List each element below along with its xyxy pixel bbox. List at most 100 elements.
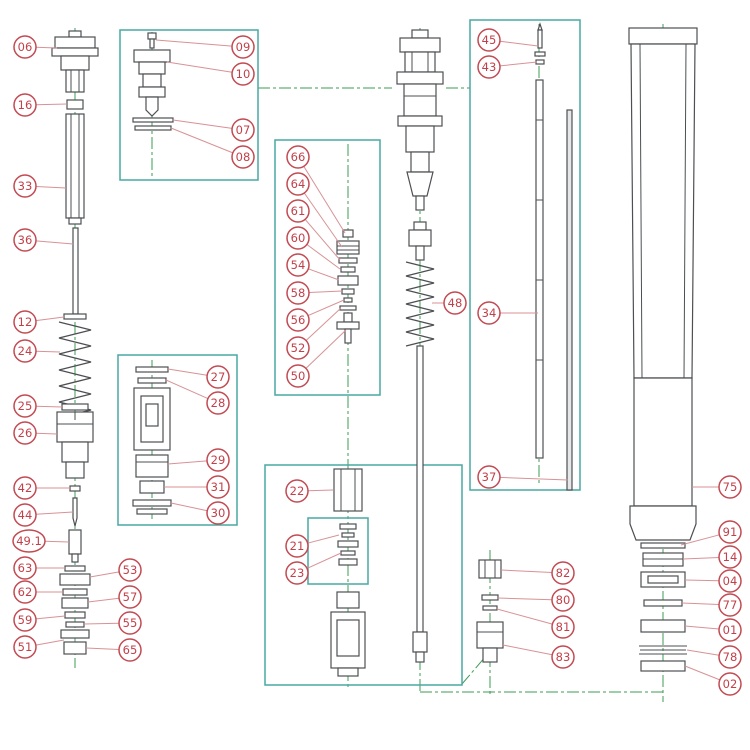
callout-label-04: 04 (723, 574, 738, 588)
callout-label-60: 60 (291, 231, 306, 245)
callout-label-48: 48 (448, 296, 463, 310)
callout-bubble-33[interactable] (13, 174, 37, 198)
callout-bubble-53[interactable] (118, 558, 142, 582)
callout-bubble-77[interactable] (718, 593, 742, 617)
callout-bubble-01[interactable] (718, 618, 742, 642)
callout-label-44: 44 (18, 508, 33, 522)
callout-bubble-08[interactable] (231, 145, 255, 169)
callout-bubble-44[interactable] (13, 503, 37, 527)
callout-label-61: 61 (291, 204, 306, 218)
callout-bubble-28[interactable] (206, 391, 230, 415)
callout-label-36: 36 (18, 233, 33, 247)
leader-line-61 (304, 219, 341, 261)
callout-bubble-12[interactable] (13, 310, 37, 334)
callout-bubble-21[interactable] (285, 534, 309, 558)
callout-bubble-63[interactable] (13, 556, 37, 580)
leader-line-37 (499, 476, 569, 481)
callout-label-30: 30 (211, 506, 226, 520)
leader-line-91 (680, 534, 720, 546)
callout-bubble-31[interactable] (206, 475, 230, 499)
callout-bubble-26[interactable] (13, 421, 37, 445)
detail-boxes (117, 19, 581, 686)
callout-bubble-02[interactable] (718, 672, 742, 696)
callout-label-82: 82 (556, 566, 571, 580)
callout-bubble-80[interactable] (551, 588, 575, 612)
callout-bubble-60[interactable] (286, 226, 310, 250)
callout-bubble-59[interactable] (13, 608, 37, 632)
leader-line-83 (502, 644, 553, 656)
callout-bubble-81[interactable] (551, 615, 575, 639)
callout-bubble-48[interactable] (443, 291, 467, 315)
bottom-fitting-assembly (476, 559, 504, 663)
callout-label-26: 26 (18, 426, 33, 440)
callout-label-56: 56 (291, 313, 306, 327)
callout-bubble-04[interactable] (718, 569, 742, 593)
callout-bubble-34[interactable] (477, 301, 501, 325)
callout-label-25: 25 (18, 399, 33, 413)
callout-label-34: 34 (482, 306, 497, 320)
callout-bubble-42[interactable] (13, 476, 37, 500)
callout-bubble-14[interactable] (718, 545, 742, 569)
callout-label-31: 31 (211, 480, 226, 494)
callout-bubble-91[interactable] (718, 520, 742, 544)
callout-bubble-83[interactable] (551, 645, 575, 669)
leader-line-07 (172, 119, 233, 129)
callout-bubble-22[interactable] (285, 479, 309, 503)
detail-box-piston (117, 354, 238, 526)
leader-line-16 (35, 103, 68, 106)
callout-bubble-06[interactable] (13, 35, 37, 59)
callout-bubble-25[interactable] (13, 394, 37, 418)
callout-bubble-45[interactable] (477, 28, 501, 52)
callout-bubble-43[interactable] (477, 55, 501, 79)
callout-bubble-51[interactable] (13, 635, 37, 659)
callout-bubble-10[interactable] (231, 62, 255, 86)
callout-bubble-62[interactable] (13, 580, 37, 604)
callout-bubble-52[interactable] (286, 336, 310, 360)
callout-bubble-37[interactable] (477, 465, 501, 489)
leader-line-55 (83, 622, 120, 625)
callout-bubble-07[interactable] (231, 118, 255, 142)
callout-bubble-49.1[interactable] (12, 529, 46, 553)
leader-line-33 (35, 186, 67, 189)
callout-bubble-24[interactable] (13, 339, 37, 363)
callout-bubble-58[interactable] (286, 281, 310, 305)
main-spring (58, 321, 92, 419)
callout-label-24: 24 (18, 344, 33, 358)
callout-bubble-64[interactable] (286, 172, 310, 196)
callout-bubble-82[interactable] (551, 561, 575, 585)
callout-bubble-66[interactable] (286, 145, 310, 169)
callout-bubble-36[interactable] (13, 228, 37, 252)
callout-bubble-65[interactable] (118, 638, 142, 662)
callout-bubble-29[interactable] (206, 448, 230, 472)
callout-label-23: 23 (290, 566, 305, 580)
callout-label-81: 81 (556, 620, 571, 634)
callout-bubble-55[interactable] (118, 611, 142, 635)
leader-line-60 (306, 244, 341, 270)
leader-line-02 (684, 665, 720, 681)
callout-bubble-09[interactable] (231, 35, 255, 59)
callout-bubble-78[interactable] (718, 645, 742, 669)
callout-bubble-30[interactable] (206, 501, 230, 525)
leader-line-27 (167, 368, 208, 376)
callout-bubble-61[interactable] (286, 199, 310, 223)
callout-bubble-56[interactable] (286, 308, 310, 332)
callout-bubble-23[interactable] (285, 561, 309, 585)
callout-bubble-54[interactable] (286, 253, 310, 277)
callout-bubble-50[interactable] (286, 364, 310, 388)
callout-label-55: 55 (123, 616, 138, 630)
callout-bubble-75[interactable] (718, 475, 742, 499)
callout-bubble-57[interactable] (118, 585, 142, 609)
callout-bubble-16[interactable] (13, 93, 37, 117)
callout-label-83: 83 (556, 650, 571, 664)
callout-label-33: 33 (18, 179, 33, 193)
callout-label-77: 77 (723, 598, 738, 612)
leader-line-58 (308, 290, 343, 293)
callout-bubble-27[interactable] (206, 365, 230, 389)
left-fork-cap-assembly (51, 30, 99, 93)
leader-line-36 (35, 240, 74, 245)
callout-label-59: 59 (18, 613, 33, 627)
callout-label-58: 58 (291, 286, 306, 300)
left-cartridge-tube (65, 113, 85, 225)
callout-label-09: 09 (236, 40, 251, 54)
